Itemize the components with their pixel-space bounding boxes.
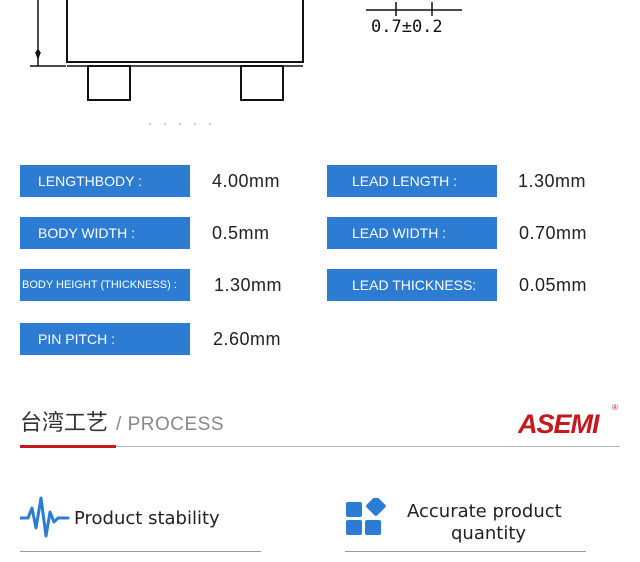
spec-value-body-height: 1.30mm — [214, 275, 283, 295]
pulse-icon — [20, 496, 70, 538]
section-title-cn: 台湾工艺 — [20, 411, 109, 436]
dimension-label: 0.7±0.2 — [371, 17, 443, 37]
spec-value-lead-width: 0.70mm — [519, 223, 588, 243]
feature-accurate-line1: Accurate product — [407, 501, 562, 522]
spec-label-body-width: BODY WIDTH : — [20, 217, 190, 249]
spec-label-lengthbody: LENGTHBODY : — [20, 165, 190, 197]
asemi-logo: ASEMI ® — [518, 403, 618, 438]
package-drawing: 0.7±0.2 — [30, 0, 462, 125]
feature-divider-2 — [345, 551, 586, 552]
blocks-icon — [346, 498, 386, 535]
section-title: 台湾工艺 / PROCESS — [20, 405, 224, 439]
logo-text: ASEMI — [518, 409, 600, 438]
section-divider — [20, 446, 620, 447]
feature-divider-1 — [20, 551, 261, 552]
spec-label-body-height: BODY HEIGHT (THICKNESS) : — [20, 269, 190, 301]
spec-label-lead-width: LEAD WIDTH : — [327, 217, 497, 249]
spec-label-lead-thickness: LEAD THICKNESS: — [327, 269, 497, 301]
spec-value-lead-length: 1.30mm — [518, 171, 587, 191]
spec-value-pin-pitch: 2.60mm — [213, 329, 282, 349]
spec-value-lead-thickness: 0.05mm — [519, 275, 588, 295]
spec-label-lead-length: LEAD LENGTH : — [327, 165, 497, 197]
section-title-en: / PROCESS — [116, 414, 224, 435]
spec-value-lengthbody: 4.00mm — [212, 171, 281, 191]
feature-accurate-line2: quantity — [451, 523, 527, 544]
spec-label-pin-pitch: PIN PITCH : — [20, 323, 190, 355]
spec-value-body-width: 0.5mm — [212, 223, 270, 243]
feature-product-stability: Product stability — [74, 508, 220, 529]
logo-registered-mark: ® — [612, 403, 618, 412]
section-accent-bar — [20, 445, 116, 448]
